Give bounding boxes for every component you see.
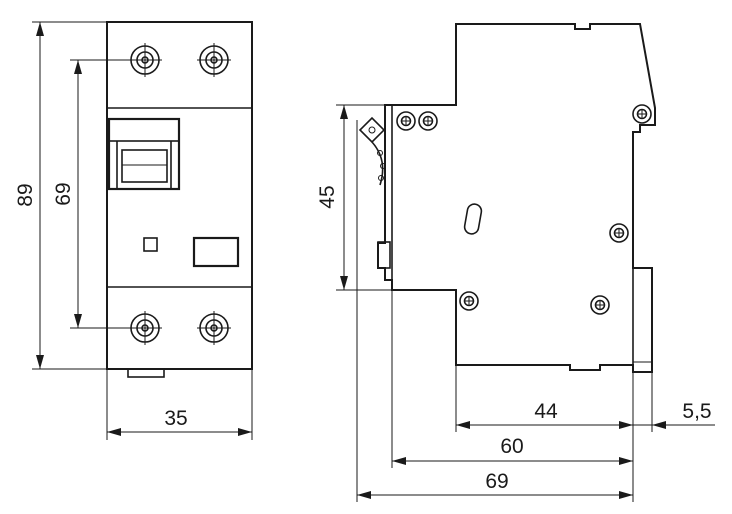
- dim-60: [392, 457, 633, 465]
- side-screw-1: [396, 111, 416, 131]
- toggle-lever: [107, 117, 181, 191]
- label-window: [192, 236, 240, 268]
- dim-69-side: [357, 491, 633, 499]
- side-body: [377, 23, 656, 373]
- label-45: 45: [316, 185, 339, 208]
- side-screw-3: [632, 104, 652, 124]
- label-5-5: 5,5: [682, 400, 711, 423]
- screw-bottom-right: [197, 311, 231, 345]
- label-69: 69: [52, 182, 75, 205]
- label-35: 35: [164, 407, 187, 430]
- side-button: [377, 241, 391, 269]
- din-clip: [127, 368, 165, 378]
- label-60: 60: [500, 435, 523, 458]
- side-screw-6: [590, 295, 610, 315]
- side-screw-5: [459, 291, 479, 311]
- side-lever: [358, 116, 386, 186]
- dim-89: [32, 21, 107, 370]
- side-slot: [463, 203, 483, 235]
- label-69-side: 69: [485, 470, 508, 493]
- side-clip: [632, 267, 653, 373]
- label-89: 89: [14, 183, 37, 206]
- side-screw-4: [609, 223, 629, 243]
- front-body: [106, 21, 253, 370]
- label-44: 44: [534, 400, 558, 423]
- dim-5-5: [633, 421, 715, 429]
- screw-top-left: [128, 43, 162, 77]
- dim-44: [456, 421, 633, 429]
- screw-top-right: [197, 43, 231, 77]
- screw-bottom-left: [128, 311, 162, 345]
- side-screw-2: [418, 111, 438, 131]
- dim-45: [336, 104, 392, 291]
- side-view: 45 44 5,5 60 69: [316, 23, 715, 502]
- dim-35: [106, 369, 253, 440]
- test-indicator: [143, 237, 158, 252]
- dim-69: [70, 59, 128, 329]
- front-view: 89 69 35: [14, 21, 253, 440]
